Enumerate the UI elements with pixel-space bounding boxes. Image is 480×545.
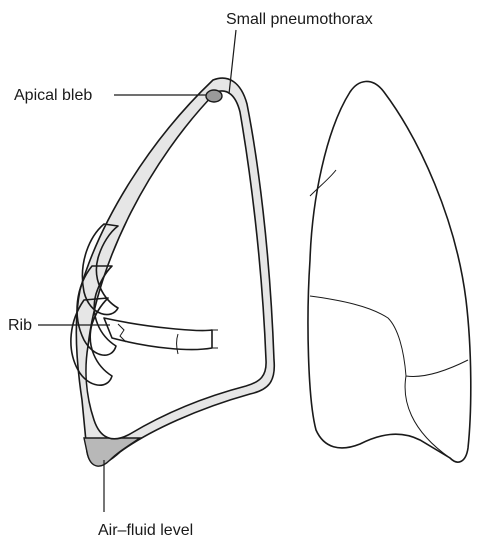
normal-lung-outline xyxy=(308,81,471,462)
small-pneumothorax-label: Small pneumothorax xyxy=(226,11,373,28)
apical-bleb xyxy=(206,90,222,102)
fluid-region xyxy=(84,438,140,466)
pneumothorax-lung-figure xyxy=(71,78,274,466)
apical-bleb-label: Apical bleb xyxy=(14,87,92,104)
air-fluid-level-label: Air–fluid level xyxy=(98,522,193,539)
normal-lung-figure xyxy=(308,81,471,462)
collapsed-lung xyxy=(86,91,266,439)
rib-label: Rib xyxy=(8,317,32,334)
